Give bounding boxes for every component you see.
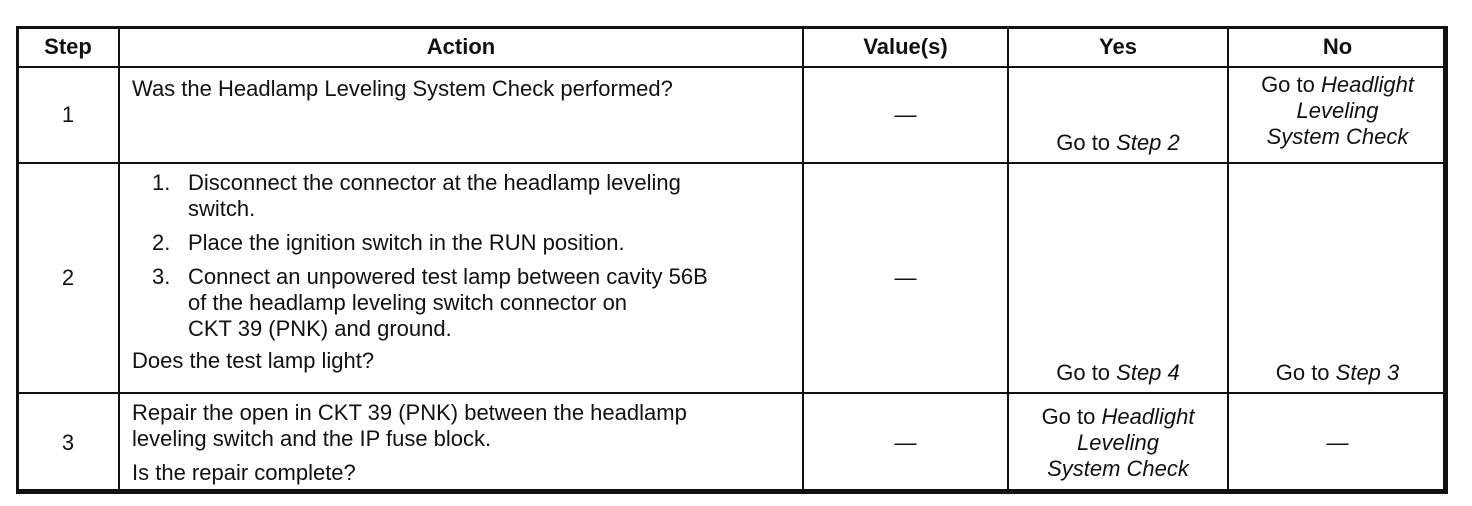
no-cell: Go to Headlight Leveling System Check xyxy=(1227,66,1448,164)
no-link[interactable]: Go to Step 3 xyxy=(1229,360,1446,386)
action-question: Does the test lamp light? xyxy=(132,348,375,373)
values-cell: — xyxy=(802,66,1009,164)
action-text: Was the Headlamp Leveling System Check p… xyxy=(132,76,673,101)
no-dash: — xyxy=(1326,430,1349,455)
no-prefix: Go to xyxy=(1275,360,1336,385)
substep-item: 1. Disconnect the connector at the headl… xyxy=(132,170,790,222)
action-question: Is the repair complete? xyxy=(132,460,356,485)
yes-target-1: Headlight xyxy=(1101,404,1195,429)
substep-text: Place the ignition switch in the RUN pos… xyxy=(188,230,625,255)
action-cell: Repair the open in CKT 39 (PNK) between … xyxy=(118,392,804,494)
yes-prefix: Go to xyxy=(1056,130,1117,155)
action-text: Repair the open in CKT 39 (PNK) between … xyxy=(132,400,687,425)
values-cell: — xyxy=(802,392,1009,494)
yes-prefix: Go to xyxy=(1056,360,1117,385)
action-text: leveling switch and the IP fuse block. xyxy=(132,426,492,451)
header-yes: Yes xyxy=(1007,26,1229,68)
yes-target-3: System Check xyxy=(1047,456,1189,481)
table-row: 2 1. Disconnect the connector at the hea… xyxy=(16,162,1448,394)
diagnostic-table: Step Action Value(s) Yes No 1 Was the He… xyxy=(16,26,1448,494)
substep-text: of the headlamp leveling switch connecto… xyxy=(188,290,628,315)
substep-text: Connect an unpowered test lamp between c… xyxy=(188,264,708,289)
substep-number: 2. xyxy=(152,230,171,255)
substep-number: 3. xyxy=(152,264,171,289)
table-row: 3 Repair the open in CKT 39 (PNK) betwee… xyxy=(16,392,1448,494)
substep-text: CKT 39 (PNK) and ground. xyxy=(188,316,452,341)
yes-cell: Go to Step 4 xyxy=(1007,162,1229,394)
yes-cell: Go to Headlight Leveling System Check xyxy=(1007,392,1229,494)
no-target-3: System Check xyxy=(1266,124,1409,149)
no-target: Step 3 xyxy=(1335,360,1400,385)
values-cell: — xyxy=(802,162,1009,394)
substep-list: 1. Disconnect the connector at the headl… xyxy=(132,170,790,342)
table-outer-border xyxy=(16,26,1446,492)
no-target-1: Headlight xyxy=(1320,72,1414,97)
header-step: Step xyxy=(16,26,120,68)
action-cell: Was the Headlamp Leveling System Check p… xyxy=(118,66,804,164)
step-number: 3 xyxy=(16,392,120,494)
yes-cell: Go to Step 2 xyxy=(1007,66,1229,164)
substep-item: 3. Connect an unpowered test lamp betwee… xyxy=(132,264,790,342)
values-dash: — xyxy=(894,265,917,290)
yes-target: Step 2 xyxy=(1116,130,1180,155)
yes-prefix: Go to xyxy=(1041,404,1102,429)
values-dash: — xyxy=(894,102,917,127)
header-action: Action xyxy=(118,26,804,68)
no-cell: — xyxy=(1227,392,1448,494)
yes-link[interactable]: Go to Step 4 xyxy=(1009,360,1227,386)
yes-link[interactable]: Go to Step 2 xyxy=(1009,130,1227,156)
substep-item: 2. Place the ignition switch in the RUN … xyxy=(132,230,790,256)
no-target-2: Leveling xyxy=(1296,98,1379,123)
substep-text: Disconnect the connector at the headlamp… xyxy=(188,170,681,195)
yes-link[interactable]: Go to Headlight Leveling System Check xyxy=(1009,404,1227,482)
header-row: Step Action Value(s) Yes No xyxy=(16,26,1448,68)
substep-text: switch. xyxy=(188,196,256,221)
no-prefix: Go to xyxy=(1261,72,1321,97)
no-link[interactable]: Go to Headlight Leveling System Check xyxy=(1229,68,1446,150)
action-cell: 1. Disconnect the connector at the headl… xyxy=(118,162,804,394)
substep-number: 1. xyxy=(152,170,171,195)
values-dash: — xyxy=(894,430,917,455)
table-row: 1 Was the Headlamp Leveling System Check… xyxy=(16,66,1448,164)
no-cell: Go to Step 3 xyxy=(1227,162,1448,394)
yes-target-2: Leveling xyxy=(1077,430,1159,455)
yes-target: Step 4 xyxy=(1116,360,1180,385)
